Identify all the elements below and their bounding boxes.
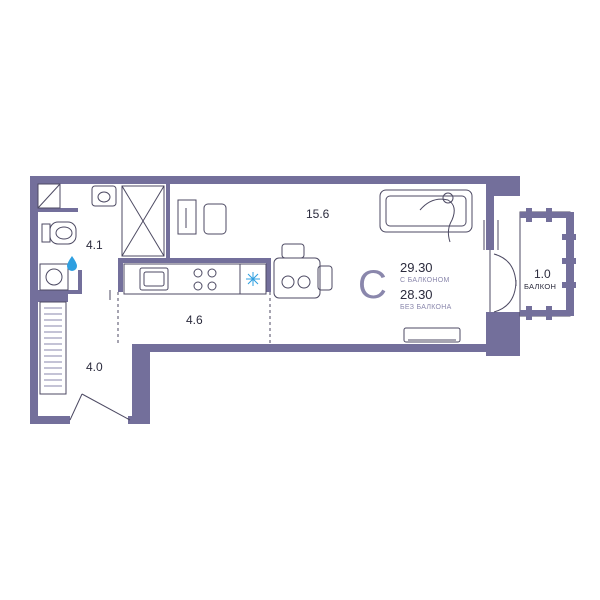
fixtures — [37, 183, 517, 421]
shaft — [37, 183, 61, 209]
walls — [30, 176, 520, 424]
wardrobe — [39, 301, 67, 395]
tv-stand — [403, 327, 461, 343]
area-without-balcony: 28.30 — [400, 287, 433, 302]
hall-area: 4.0 — [86, 360, 103, 374]
area-with-balcony: 29.30 — [400, 260, 433, 275]
balcony-label: БАЛКОН — [524, 282, 556, 291]
balcony-area: 1.0 — [534, 267, 551, 281]
bathroom-area: 4.1 — [86, 238, 103, 252]
balcony — [519, 208, 576, 320]
without-balcony-label: БЕЗ БАЛКОНА — [400, 304, 452, 311]
kitchen-area: 4.6 — [186, 313, 203, 327]
desk — [177, 199, 197, 235]
office-chair — [203, 203, 227, 235]
entrance-door — [81, 393, 131, 421]
with-balcony-label: С БАЛКОНОМ — [400, 277, 450, 284]
person-figure — [419, 198, 455, 243]
fan-icon — [246, 272, 260, 286]
apartment-type-letter: С — [358, 263, 387, 307]
shower — [121, 185, 165, 257]
dining-table — [273, 257, 321, 299]
washing-machine — [39, 263, 69, 291]
water-drop-icon — [67, 256, 77, 271]
sink — [91, 185, 117, 207]
living-area: 15.6 — [306, 207, 330, 221]
sofa — [379, 189, 473, 233]
